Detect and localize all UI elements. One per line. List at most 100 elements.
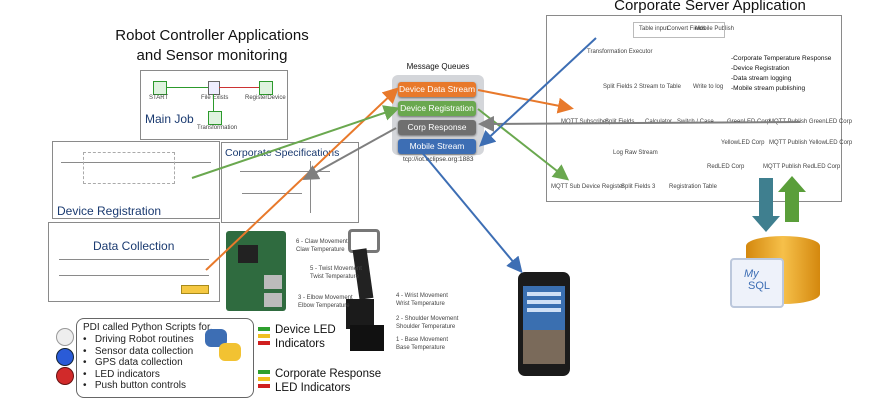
node-mqtt-publish-greenled: MQTT Publish GreenLED Corp xyxy=(769,119,852,125)
pdi-item-text: Push button controls xyxy=(94,380,187,391)
arm-label-wrist: 4 - Wrist Movement Wrist Temperature xyxy=(396,292,448,308)
main-job-panel: START File Exists RegisterDevice Transfo… xyxy=(140,70,288,140)
arm-label-twist: 5 - Twist Movement Twist Temperature xyxy=(310,265,362,281)
mysql-logo-top: My xyxy=(744,268,759,280)
feature-device-registration: -Device Registration xyxy=(731,65,790,72)
arrow-data-stream-out xyxy=(477,89,574,114)
corporate-specifications-label: Corporate Specifications xyxy=(225,147,340,159)
robot-title: Robot Controller Applications and Sensor… xyxy=(92,26,332,66)
node-yellowled-corp: YellowLED Corp xyxy=(721,140,765,146)
corporate-specifications-panel: Corporate Specifications xyxy=(221,142,359,223)
screen-row xyxy=(527,300,561,304)
arrow-data-stream-in xyxy=(205,87,399,271)
python-logo-yellow xyxy=(219,343,241,361)
arm-label-elbow-temp: Elbow Temperature xyxy=(298,303,350,309)
device-led-line2: Indicators xyxy=(275,338,325,350)
node-split-fields-3: Split Fields 3 xyxy=(621,184,656,190)
mobile-stream-queue: Mobile Stream xyxy=(398,139,476,154)
server-title: Corporate Server Application xyxy=(614,0,806,14)
pdi-item: • LED indicators xyxy=(83,368,160,380)
up-arrow-head xyxy=(778,176,806,192)
flow-line xyxy=(61,162,211,163)
push-button-white[interactable] xyxy=(56,328,74,346)
arm-label-base: 1 - Base Movement Base Temperature xyxy=(396,336,448,352)
led-green xyxy=(258,327,270,331)
message-queues-title: Message Queues xyxy=(406,62,470,71)
led-red xyxy=(258,341,270,345)
feature-data-stream-logging: -Data stream logging xyxy=(731,75,792,82)
push-button-red[interactable] xyxy=(56,367,74,385)
smartphone xyxy=(518,272,570,376)
hop-line xyxy=(213,94,214,111)
pdi-item: • Driving Robot routines xyxy=(83,334,194,345)
node-write-to-log: Write to log xyxy=(693,84,724,90)
device-led-label: Device LED Indicators xyxy=(275,323,336,351)
node-log-raw-stream: Log Raw Stream xyxy=(613,150,658,156)
arm-label-twist-move: 5 - Twist Movement xyxy=(310,266,362,272)
server-feature-list: -Corporate Temperature Response -Device … xyxy=(731,54,831,94)
push-button-blue[interactable] xyxy=(56,348,74,366)
node-mqtt-sub-device-register: MQTT Sub Device Register xyxy=(551,184,625,190)
register-device-step-label: RegisterDevice xyxy=(245,95,286,101)
pdi-item: • Push button controls xyxy=(83,380,187,391)
node-mqtt-publish-redled: MQTT Publish RedLED Corp xyxy=(763,164,841,170)
up-arrow-shaft xyxy=(785,192,799,222)
python-logo-blue xyxy=(205,329,227,347)
arm-label-twist-temp: Twist Temperature xyxy=(310,274,359,280)
cpu-chip xyxy=(238,245,258,263)
corp-response-led-label: Corporate Response LED Indicators xyxy=(275,367,381,395)
mobile-publish-group xyxy=(633,22,725,38)
arrow-corp-response-in xyxy=(478,115,801,132)
node-mqtt-publish-yellowled: MQTT Publish YellowLED Corp xyxy=(769,140,853,146)
screen-row xyxy=(527,308,561,312)
phone-screen xyxy=(523,286,565,364)
hop-line xyxy=(166,87,208,88)
pdi-items: • Driving Robot routines • Sensor data c… xyxy=(83,334,194,392)
usb-port xyxy=(264,275,282,289)
transformation-step-icon xyxy=(208,111,222,125)
arm-label-elbow-move: 3 - Elbow Movement xyxy=(298,295,353,301)
mysql-logo: My SQL xyxy=(730,258,784,308)
map-image xyxy=(523,330,565,364)
node-mobile-publish: Mobile Publish xyxy=(695,26,735,32)
arm-label-shoulder: 2 - Shoulder Movement Shoulder Temperatu… xyxy=(396,315,458,331)
arm-label-wrist-move: 4 - Wrist Movement xyxy=(396,293,448,299)
arm-label-claw-temp: Claw Temperature xyxy=(296,247,345,253)
arm-label-base-temp: Base Temperature xyxy=(396,345,445,351)
flow-line xyxy=(310,161,311,213)
arrow-registration-in xyxy=(191,105,400,179)
robot-base xyxy=(350,325,384,351)
corporate-server-panel: Transformation Executor Table input Conv… xyxy=(546,15,852,202)
node-table-input: Table input xyxy=(639,26,669,32)
pdi-item-text: GPS data collection xyxy=(94,357,183,368)
pdi-item: • GPS data collection xyxy=(83,357,183,368)
led-yellow xyxy=(258,377,270,381)
led-red xyxy=(258,384,270,388)
broker-url: tcp://iot.eclipse.org:1883 xyxy=(403,156,474,163)
main-job-label: Main Job xyxy=(145,112,194,126)
pdi-heading: PDI called Python Scripts for, xyxy=(83,322,213,333)
node-mqtt-subscriber: MQTT Subscriber xyxy=(561,119,609,125)
start-step-icon xyxy=(153,81,167,95)
arm-label-shoulder-move: 2 - Shoulder Movement xyxy=(396,316,459,322)
pdi-scripts-box: PDI called Python Scripts for, • Driving… xyxy=(76,318,254,398)
arrow-registration-out xyxy=(477,108,570,181)
pdi-item-text: Sensor data collection xyxy=(94,345,194,357)
transformation-step-label: Transformation xyxy=(197,125,238,131)
node-registration-table: Registration Table xyxy=(669,184,717,190)
node-convert-fields: Convert Fields xyxy=(667,26,706,32)
node-transformation-executor: Transformation Executor xyxy=(587,49,653,55)
corp-response-queue: Corp Response xyxy=(398,120,476,135)
hop-line xyxy=(219,87,259,88)
robot-title-line1: Robot Controller Applications xyxy=(115,27,309,44)
pdi-item-text: LED indicators xyxy=(94,368,160,380)
usb-port xyxy=(264,293,282,307)
flow-line xyxy=(59,259,209,260)
flow-line xyxy=(240,171,330,172)
arm-label-wrist-temp: Wrist Temperature xyxy=(396,301,445,307)
start-step-label: START xyxy=(149,95,169,101)
device-data-stream-queue: Device Data Stream xyxy=(398,82,476,97)
robot-arm-image xyxy=(340,225,390,355)
node-stream-to-table: Stream to Table xyxy=(639,84,681,90)
